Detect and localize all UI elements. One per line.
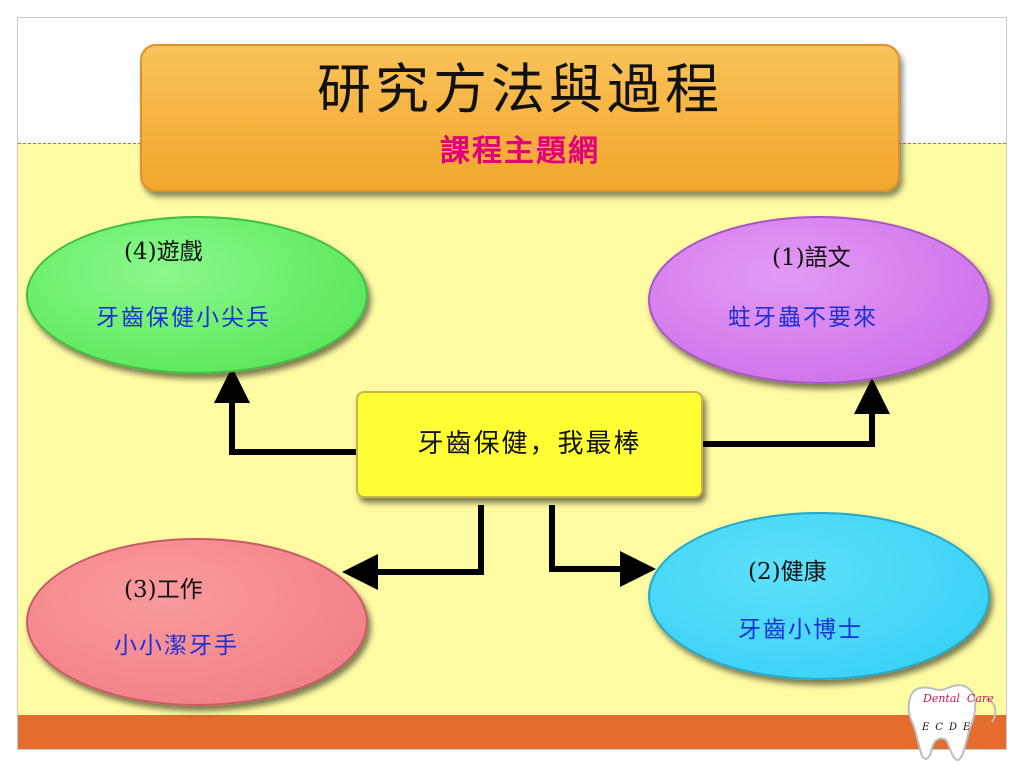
node-health-label: (2)健康 (748, 559, 827, 585)
logo-word-dental: Dental Care (923, 692, 994, 705)
node-language-label: (1)語文 (772, 245, 851, 271)
logo-letters: ECDE (922, 722, 977, 733)
arrow-to-work (342, 505, 484, 590)
node-game: (4)遊戲 牙齒保健小尖兵 (26, 216, 368, 374)
node-game-label: (4)遊戲 (124, 239, 203, 265)
dental-care-logo (907, 684, 997, 762)
node-language: (1)語文 蛀牙蟲不要來 (648, 216, 990, 384)
node-health-text: 牙齒小博士 (738, 617, 863, 643)
arrow-to-language (703, 378, 890, 447)
node-work-text: 小小潔牙手 (114, 633, 239, 659)
bottom-bar (18, 715, 1006, 749)
node-language-text: 蛀牙蟲不要來 (728, 305, 878, 331)
node-health: (2)健康 牙齒小博士 (648, 512, 990, 680)
title-box: 研究方法與過程 課程主題網 (140, 44, 900, 192)
arrow-to-game (214, 367, 356, 455)
page-title: 研究方法與過程 (317, 58, 723, 121)
node-work: (3)工作 小小潔牙手 (26, 538, 368, 706)
center-topic: 牙齒保健，我最棒 (356, 391, 703, 498)
node-work-label: (3)工作 (124, 577, 203, 603)
arrow-to-health (549, 505, 656, 587)
node-game-text: 牙齒保健小尖兵 (96, 305, 271, 331)
page-subtitle: 課程主題網 (440, 134, 600, 169)
